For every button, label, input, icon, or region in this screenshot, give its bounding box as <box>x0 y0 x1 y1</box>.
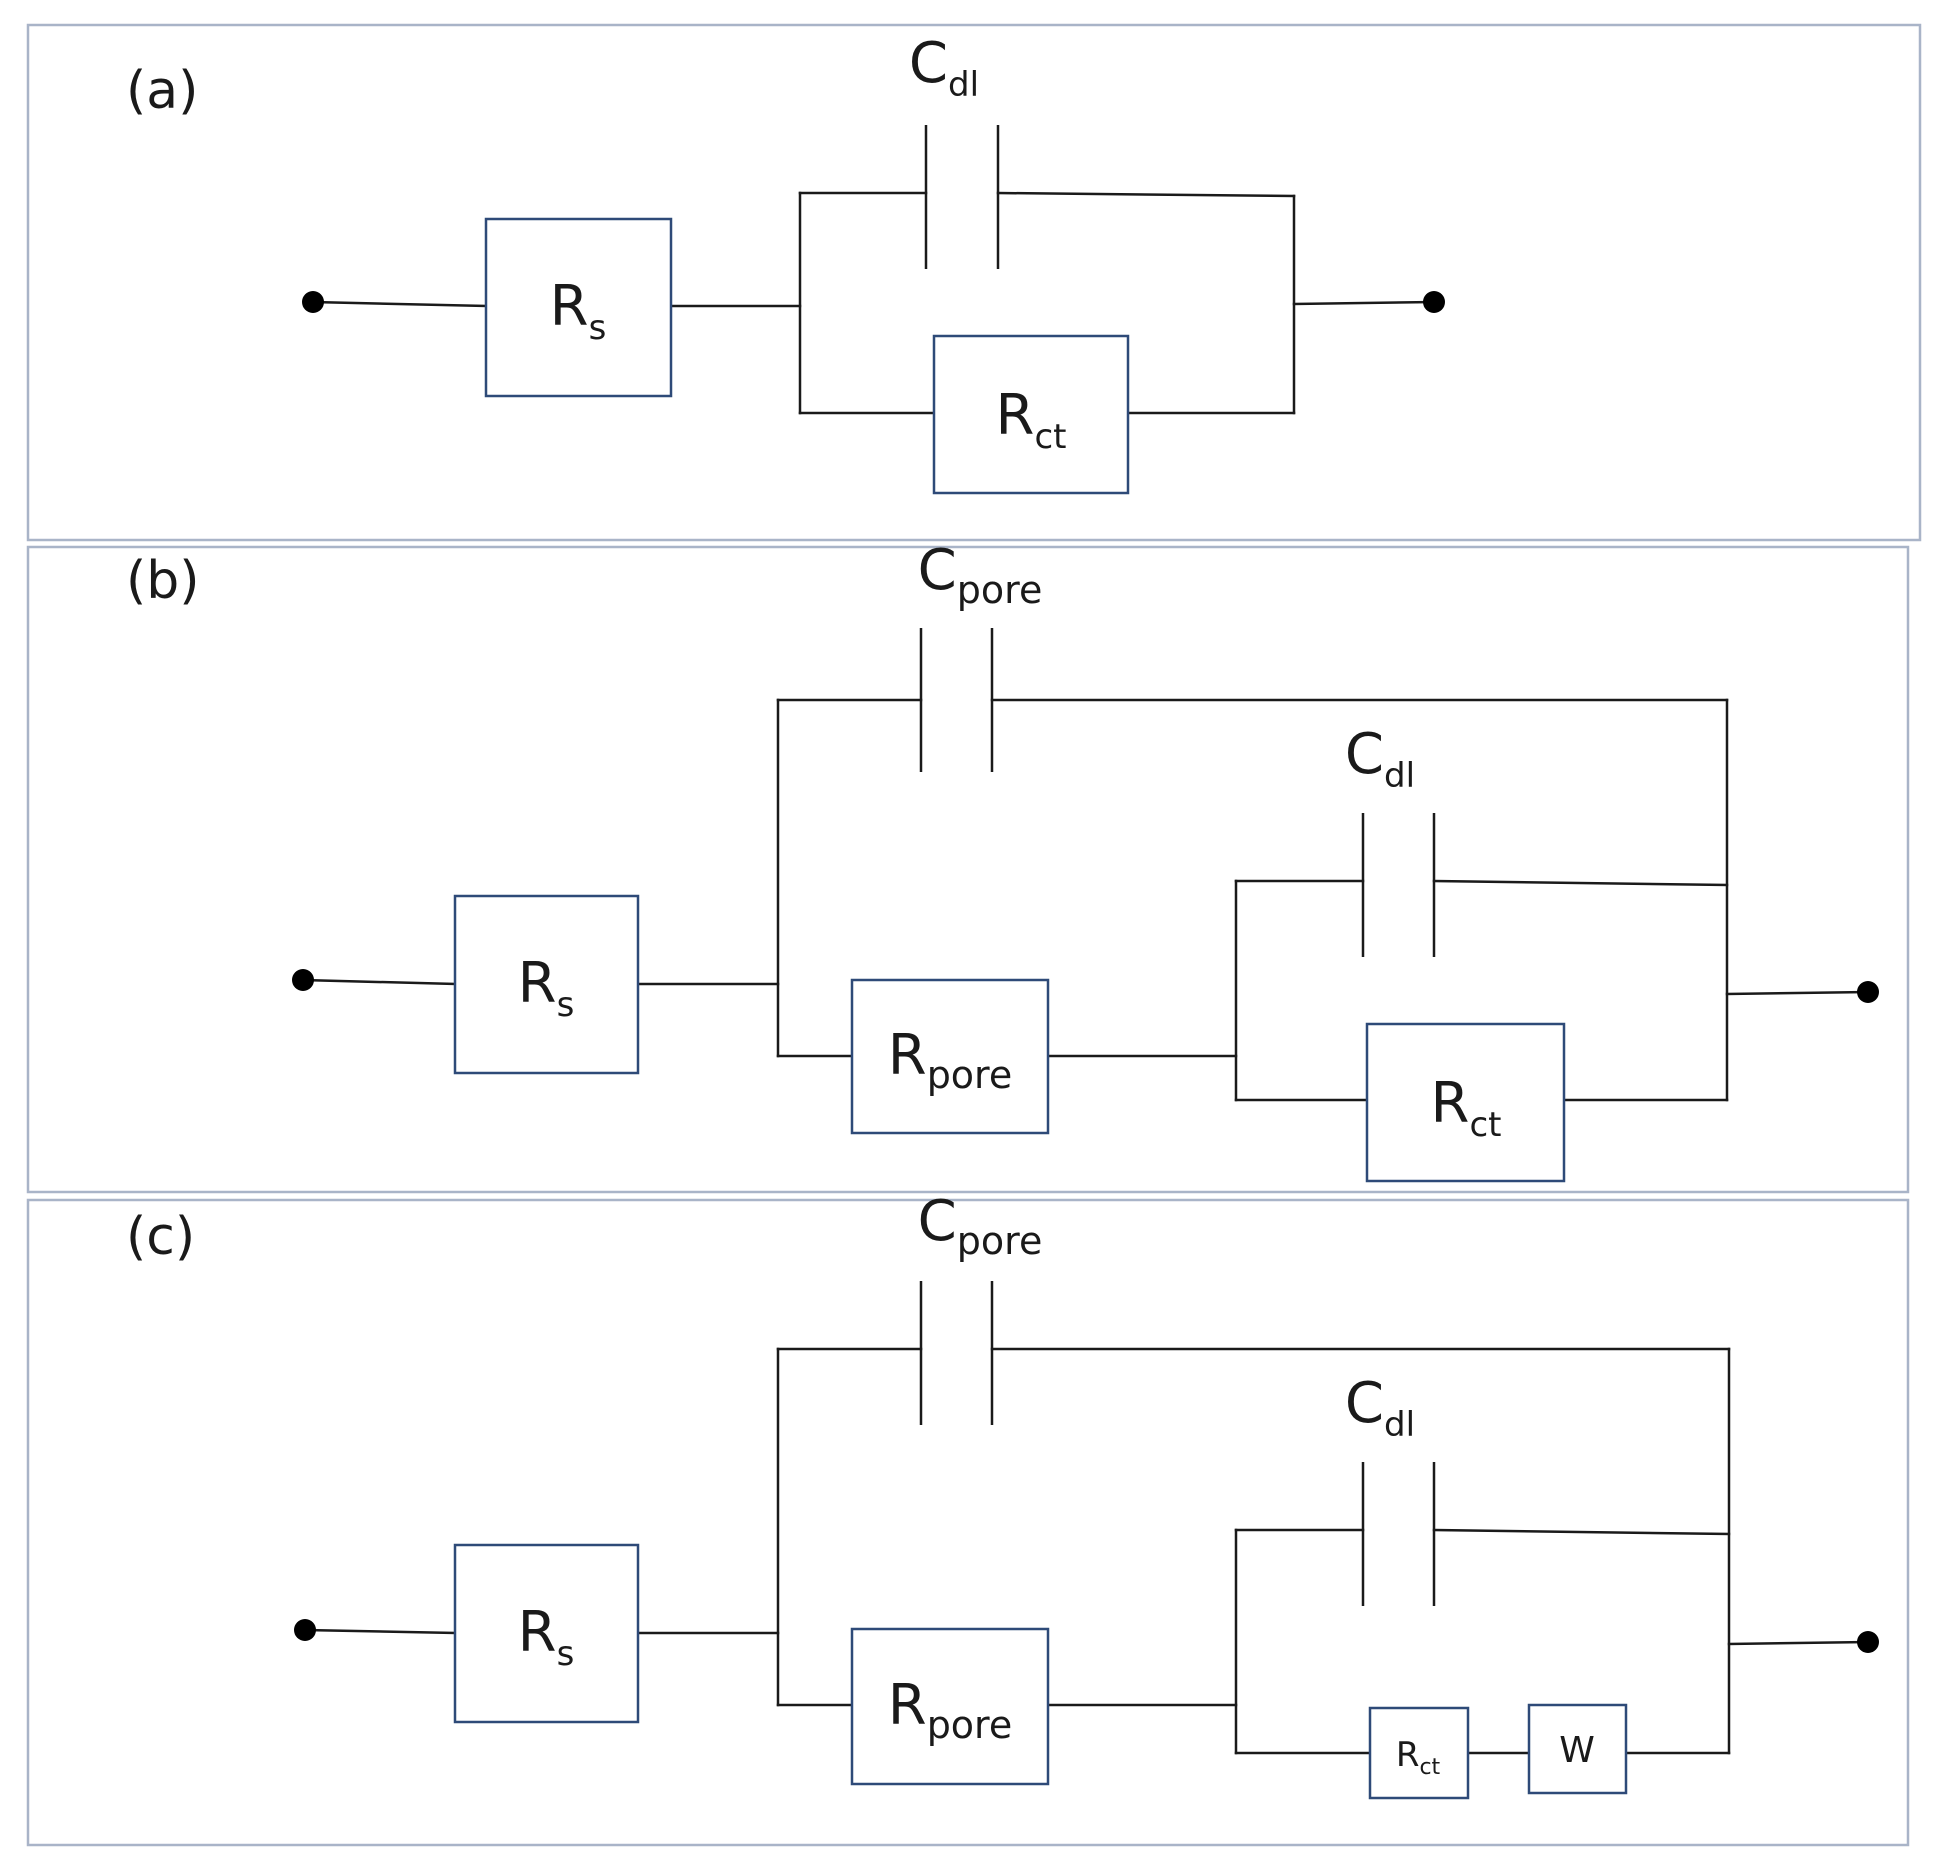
panel-c-cpore-label: Cpore <box>918 1189 1043 1263</box>
panel-b-tag: (b) <box>126 551 200 611</box>
panel-b-rs-label: Rs <box>518 951 575 1025</box>
panel-c-terminal-right <box>1857 1631 1879 1653</box>
panel-b-rpore-resistor: Rpore <box>850 978 1050 1135</box>
panel-b-terminal-right <box>1857 981 1879 1003</box>
panel-c-rs-label: Rs <box>518 1600 575 1674</box>
panel-c-cdl-capacitor: Cdl <box>1345 1371 1436 1606</box>
panel-b-cpore-capacitor: Cpore <box>918 538 1043 772</box>
panel-c-w-label: W <box>1559 1730 1595 1771</box>
panel-c-rs-resistor: Rs <box>453 1543 640 1724</box>
panel-a-cdl-label: Cdl <box>909 31 979 105</box>
panel-c-rct-resistor: Rct <box>1368 1706 1470 1800</box>
panel-c-tag: (c) <box>126 1207 195 1267</box>
panel-a-terminal-left <box>302 291 324 313</box>
panel-b-wires <box>301 698 1870 1102</box>
panel-c: (c) Rs Cpore <box>26 1189 1910 1847</box>
panel-a-rs-label: Rs <box>550 274 607 348</box>
panel-c-terminal-left <box>294 1619 316 1641</box>
panel-c-cpore-capacitor: Cpore <box>918 1189 1043 1425</box>
panel-b-cpore-label: Cpore <box>918 538 1043 612</box>
panel-c-rpore-resistor: Rpore <box>850 1627 1050 1786</box>
panel-a-wires <box>311 191 1436 415</box>
panel-b-rct-label: Rct <box>1431 1071 1502 1145</box>
panel-a-cdl-capacitor: Cdl <box>909 31 1000 269</box>
panel-b-rs-resistor: Rs <box>453 894 640 1075</box>
panel-c-cdl-label: Cdl <box>1345 1371 1415 1445</box>
panel-c-rct-label: Rct <box>1396 1735 1441 1780</box>
panel-c-rpore-label: Rpore <box>888 1673 1012 1747</box>
panel-b: (b) Rs Cpore <box>26 538 1910 1194</box>
panel-c-warburg-element: W <box>1527 1703 1628 1795</box>
panel-a-rct-label: Rct <box>996 383 1067 457</box>
panel-b-rpore-label: Rpore <box>888 1023 1012 1097</box>
panel-a-rs-resistor: Rs <box>484 217 673 398</box>
panel-a: (a) Rs Cdl Rct <box>26 23 1922 542</box>
panel-b-cdl-label: Cdl <box>1345 722 1415 796</box>
panel-b-terminal-left <box>292 969 314 991</box>
panel-a-terminal-right <box>1423 291 1445 313</box>
panel-b-rct-resistor: Rct <box>1365 1022 1566 1183</box>
panel-b-frame <box>26 545 1910 1194</box>
panel-a-rct-resistor: Rct <box>932 334 1130 495</box>
panel-c-frame <box>26 1198 1910 1847</box>
panel-b-cdl-capacitor: Cdl <box>1345 722 1436 957</box>
panel-a-tag: (a) <box>126 61 198 121</box>
panel-c-wires <box>303 1347 1870 1755</box>
panel-a-frame <box>26 23 1922 542</box>
